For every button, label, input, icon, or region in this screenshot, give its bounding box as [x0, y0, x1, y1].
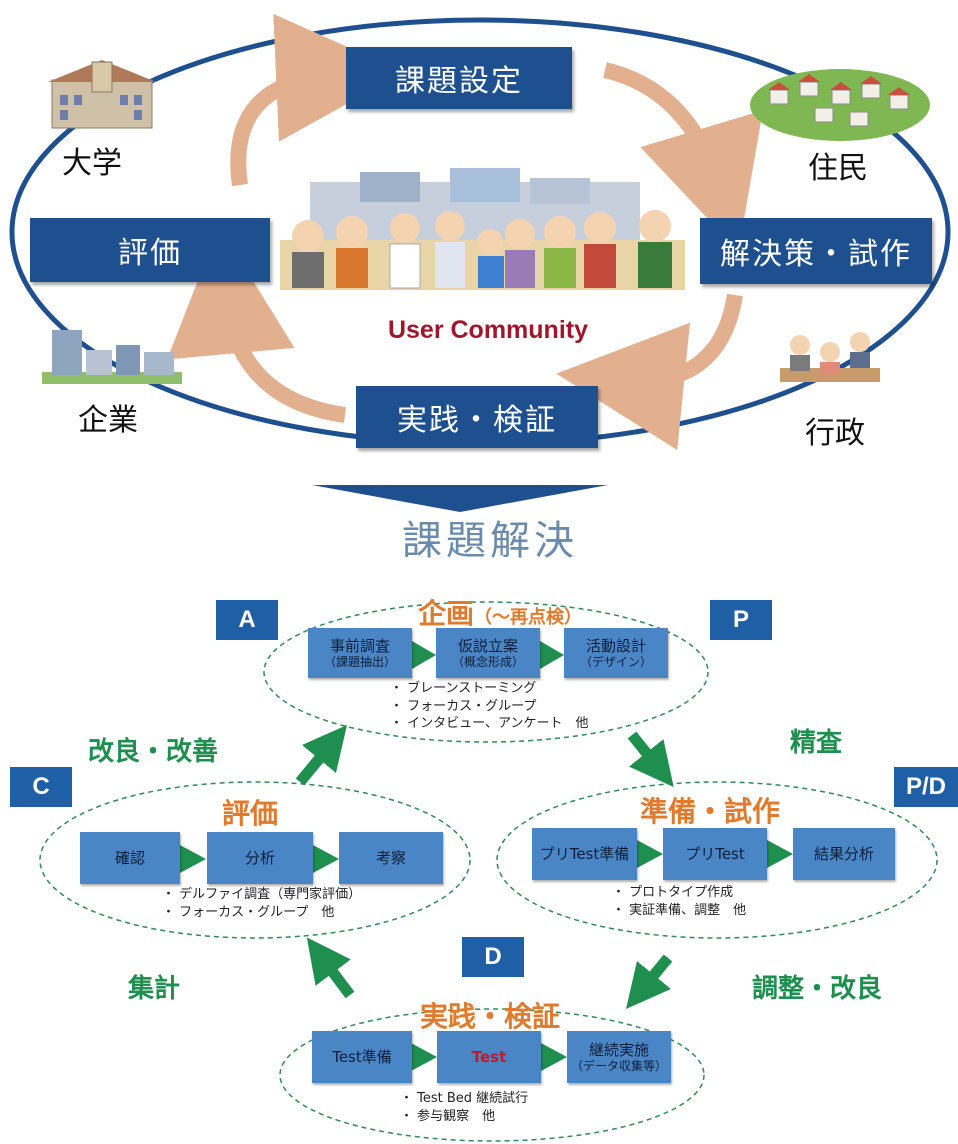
practice-bullets: Test Bed 継続試行 参与観察 他	[400, 1090, 528, 1125]
aggregate-label: 集計	[128, 974, 181, 1004]
university-illustration	[48, 60, 156, 129]
eval-ellipse	[39, 781, 471, 939]
step-label: 継続実施	[588, 1040, 649, 1059]
issue-setting-box: 課題設定	[346, 47, 572, 109]
step-label: Test準備	[332, 1048, 392, 1066]
plan-bullet: インタビュー、アンケート 他	[390, 715, 588, 733]
letter-d: D	[462, 937, 524, 977]
plan-title-sub: （～再点検）	[474, 607, 582, 628]
step-arrow	[540, 641, 564, 669]
practice-verify-box: 実践・検証	[356, 386, 598, 448]
plan-title-main: 企画	[417, 597, 474, 630]
step-sublabel: （デザイン）	[579, 654, 652, 669]
practice-bullet: 参与観察 他	[400, 1108, 528, 1126]
step-arrow	[180, 845, 206, 873]
step-sublabel: （概念形成）	[451, 654, 524, 669]
step-sublabel: （データ収集等）	[570, 1058, 667, 1073]
solution-trial-box: 解決策・試作	[700, 218, 932, 284]
scrutinize-label: 精査	[790, 728, 843, 758]
practice-bullet: Test Bed 継続試行	[400, 1090, 528, 1108]
practice-step-1: Test準備	[312, 1031, 412, 1083]
prep-step-1: プリTest準備	[532, 828, 637, 880]
step-arrow	[411, 1043, 437, 1071]
eval-bullet: デルファイ調査（専門家評価）	[162, 886, 361, 904]
practice-step-3: 継続実施 （データ収集等）	[567, 1031, 671, 1083]
eval-step-1: 確認	[80, 832, 180, 884]
step-label: 事前調査	[329, 636, 390, 655]
letter-c: C	[10, 767, 72, 807]
company-label: 企業	[78, 403, 138, 438]
cycle-arrow-right-bottom	[556, 293, 743, 451]
eval-step-3: 考察	[339, 832, 443, 884]
practice-step-2: Test	[437, 1031, 541, 1083]
step-arrow	[541, 1043, 567, 1071]
eval-bullets: デルファイ調査（専門家評価） フォーカス・グループ 他	[162, 886, 361, 921]
eval-step-2: 分析	[207, 832, 313, 884]
step-sublabel: （課題抽出）	[323, 654, 396, 669]
step-arrow	[412, 641, 436, 669]
plan-step-2: 仮説立案 （概念形成）	[436, 628, 540, 678]
step-arrow	[313, 845, 339, 873]
prep-bullet: プロトタイプ作成	[612, 884, 746, 902]
arrow-prep-to-practice	[626, 954, 673, 1009]
cycle-arrow-top-right	[603, 62, 763, 252]
prep-bullets: プロトタイプ作成 実証準備、調整 他	[612, 884, 746, 919]
cycle-arrow-bottom-left	[167, 226, 347, 423]
plan-step-1: 事前調査 （課題抽出）	[308, 628, 412, 678]
prep-bullet: 実証準備、調整 他	[612, 902, 746, 920]
plan-bullets: ブレーンストーミング フォーカス・グループ インタビュー、アンケート 他	[390, 680, 589, 733]
step-arrow	[767, 840, 793, 868]
plan-title: 企画（～再点検）	[380, 592, 620, 632]
step-label: 仮説立案	[457, 636, 518, 655]
residents-illustration	[750, 69, 930, 141]
prep-title: 準備・試作	[639, 795, 780, 828]
cycle-arrow-left-top	[230, 13, 404, 187]
university-label: 大学	[62, 146, 122, 181]
prep-step-3: 結果分析	[793, 828, 895, 880]
adjust-label: 調整・改良	[752, 974, 883, 1004]
step-label: Test	[471, 1048, 507, 1066]
solution-result-title: 課題解決	[402, 518, 578, 564]
plan-step-3: 活動設計 （デザイン）	[564, 628, 668, 678]
eval-bullet: フォーカス・グループ 他	[162, 904, 361, 922]
step-label: 活動設計	[585, 636, 646, 655]
plan-ellipse	[263, 601, 709, 743]
user-community-label: User Community	[387, 316, 589, 344]
arrow-eval-to-plan	[295, 725, 348, 786]
step-arrow	[637, 840, 663, 868]
residents-label: 住民	[808, 151, 868, 186]
improve-label: 改良・改善	[88, 737, 219, 767]
prep-step-2: プリTest	[663, 828, 767, 880]
arrow-practice-to-eval	[306, 937, 355, 999]
letter-pd: P/D	[894, 767, 958, 807]
government-illustration	[780, 332, 880, 382]
practice-title: 実践・検証	[419, 1000, 560, 1033]
solve-arrow	[312, 485, 608, 512]
eval-title: 評価	[221, 797, 278, 830]
letter-p: P	[710, 600, 772, 640]
community-illustration	[280, 168, 685, 290]
letter-a: A	[216, 600, 278, 640]
government-label: 行政	[805, 416, 865, 451]
plan-bullet: ブレーンストーミング	[390, 680, 589, 698]
evaluation-box: 評価	[30, 218, 270, 282]
arrow-plan-to-prep	[627, 731, 674, 788]
practice-ellipse	[279, 1008, 705, 1142]
prep-ellipse	[496, 781, 938, 939]
plan-bullet: フォーカス・グループ	[390, 698, 589, 716]
company-illustration	[42, 330, 182, 384]
